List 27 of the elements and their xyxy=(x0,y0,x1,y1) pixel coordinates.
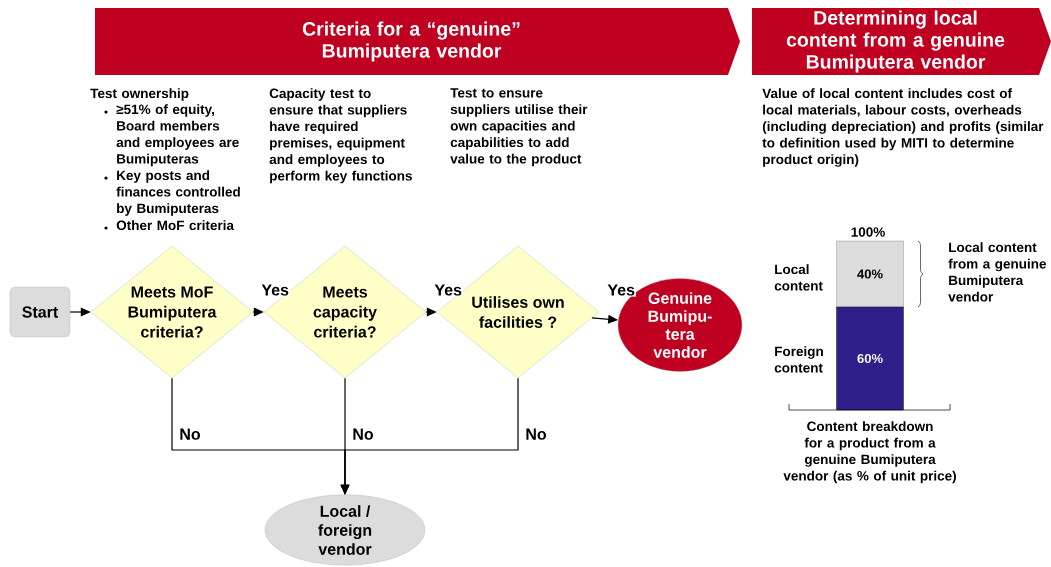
edge-label: No xyxy=(351,427,375,441)
description-text: Test to ensure suppliers utilise their own capacities and capabilities to add value to the product xyxy=(450,88,588,167)
arrow xyxy=(69,307,91,317)
arrow xyxy=(340,377,519,495)
description-text: Value of local content includes cost of local materials, labour costs, overheads (including depreciation) and profits (similar to definition used by MITI to determine product origin) xyxy=(762,88,1044,167)
edge-label: Yes xyxy=(260,283,290,297)
edge-label: Yes xyxy=(606,283,636,297)
bar-segment: 40% xyxy=(836,240,904,308)
bullet-text: Key posts and finances controlled by Bumiputeras xyxy=(116,170,240,216)
arrow xyxy=(425,307,437,317)
chart-caption: Content breakdown for a product from a genuine Bumiputera vendor (as % of unit price) xyxy=(783,421,956,484)
edge-label: No xyxy=(524,427,548,441)
header-banner: Determining local content from a genuine Bumiputera vendor xyxy=(752,8,1051,75)
arrow xyxy=(252,307,264,317)
edge-label: No xyxy=(178,427,202,441)
edge-label: Yes xyxy=(433,283,463,297)
axis-label: Local content xyxy=(774,264,823,291)
description-text: Capacity test to ensure that suppliers have required premises, equipment and employees to perform key functions xyxy=(269,88,412,184)
description-text: Test ownership xyxy=(90,88,189,101)
bullet-text: ≥51% of equity, Board members and employees are Bumiputeras xyxy=(116,104,239,167)
brace-label: Local content from a genuine Bumiputera vendor xyxy=(948,242,1046,302)
bar-segment: 60% xyxy=(836,306,904,411)
axis-label: Foreign content xyxy=(774,346,823,373)
header-banner: Criteria for a “genuine” Bumiputera vendor xyxy=(95,8,740,75)
bullet-text: Other MoF criteria xyxy=(116,220,235,231)
arrow xyxy=(591,314,619,324)
start-box: Start xyxy=(9,286,71,338)
